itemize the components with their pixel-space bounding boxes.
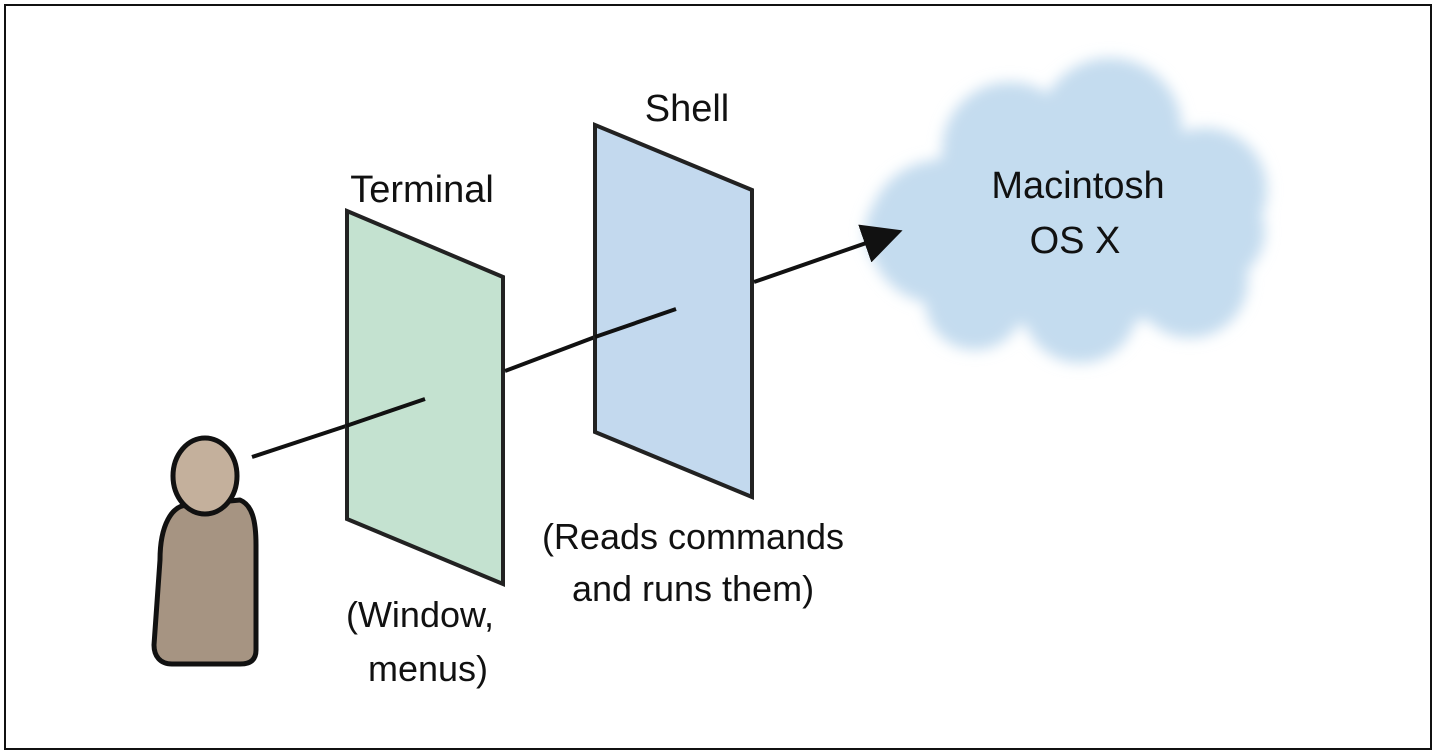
connector-line-shell-face [594, 307, 677, 339]
arrow-to-os [753, 224, 903, 284]
terminal-panel [345, 207, 505, 587]
connector-line-terminal-face [345, 397, 426, 428]
connector-line-terminal-shell [504, 335, 596, 373]
os-label-line2: OS X [1030, 220, 1121, 262]
terminal-title: Terminal [350, 169, 494, 211]
shell-desc-line2: and runs them) [572, 568, 814, 609]
person-icon [151, 435, 259, 667]
terminal-desc-line2: menus) [368, 648, 488, 689]
connector-line-person [251, 424, 347, 459]
os-cloud [865, 58, 1267, 363]
shell-desc-line1: (Reads commands [542, 516, 844, 557]
shell-title: Shell [645, 88, 730, 130]
os-label-line1: Macintosh [991, 165, 1164, 207]
terminal-desc-line1: (Window, [346, 594, 494, 635]
